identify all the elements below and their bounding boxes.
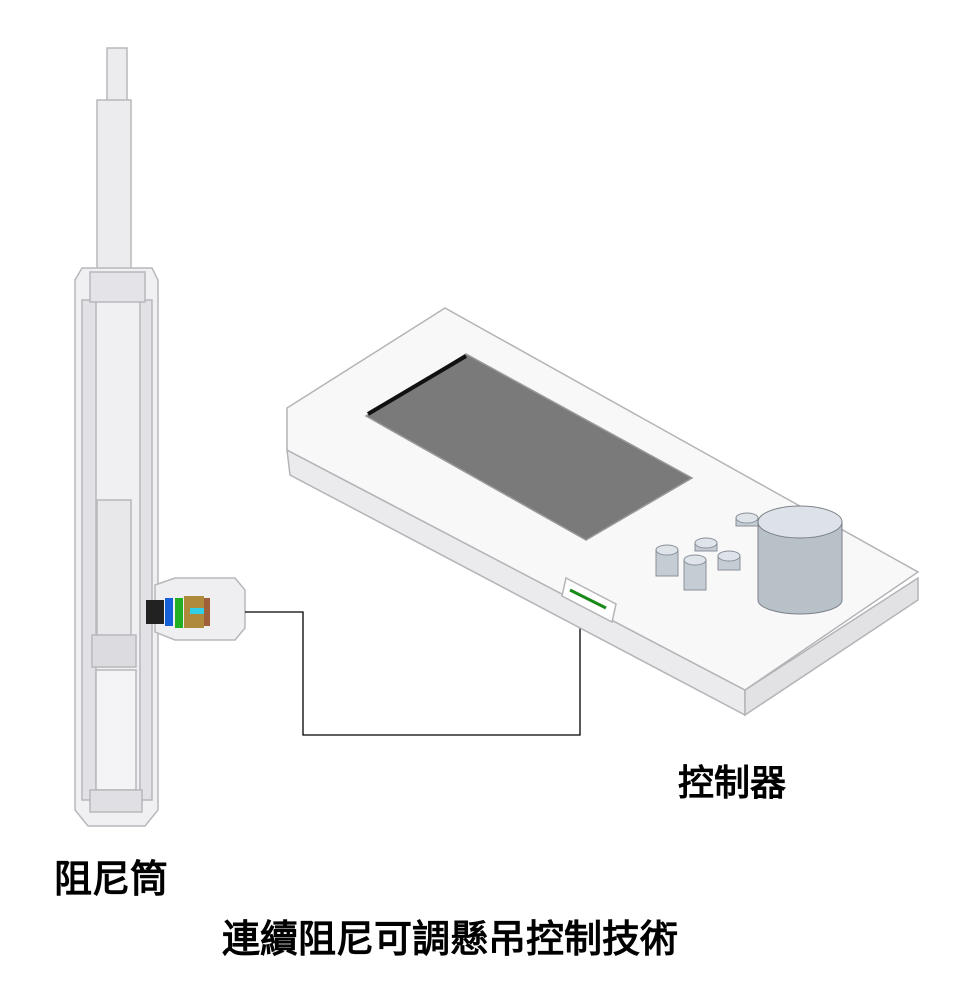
piston-rod-lower [96, 499, 132, 641]
solenoid-valve [146, 596, 210, 628]
button-2[interactable] [694, 537, 718, 552]
lower-chamber [95, 669, 137, 791]
button-5[interactable] [735, 512, 759, 527]
valve-copper-part [204, 598, 210, 626]
base-valve [89, 789, 143, 813]
connector-pin [569, 588, 607, 610]
damper-label: 阻尼筒 [54, 857, 169, 901]
button-4[interactable] [683, 554, 707, 591]
piston-rod-tip [106, 47, 128, 109]
tube-wall-left [81, 299, 97, 801]
rod-guide [89, 271, 146, 303]
piston [91, 634, 137, 668]
screen-bezel-shadow [366, 354, 468, 416]
valve-cyan-part [190, 608, 208, 614]
tube-wall-right [139, 299, 153, 801]
signal-wire [245, 611, 581, 736]
button-1[interactable] [655, 544, 679, 577]
valve-cap [146, 600, 164, 624]
control-knob[interactable] [757, 505, 843, 615]
controller-side-face [744, 576, 919, 717]
controller-label: 控制器 [678, 763, 787, 804]
controller-buttons [655, 512, 759, 591]
valve-blue-part [165, 598, 173, 626]
damper-cylinder [74, 47, 246, 827]
diagram-title: 連續阻尼可調懸吊控制技術 [222, 917, 679, 961]
valve-green-part [175, 598, 183, 628]
button-3[interactable] [717, 550, 741, 571]
